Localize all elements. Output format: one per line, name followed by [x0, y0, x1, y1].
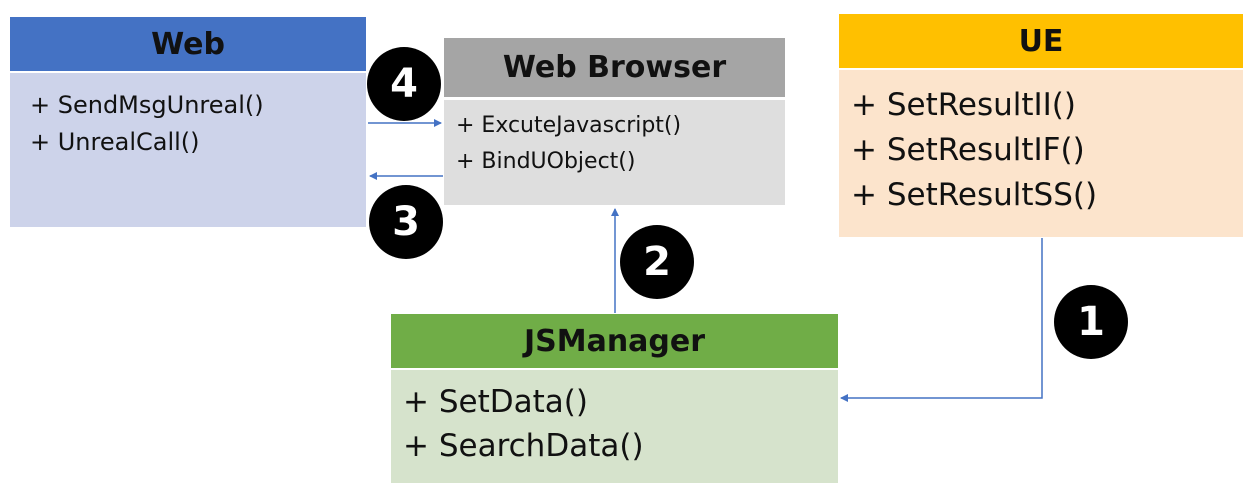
web-class-box: Web + SendMsgUnreal() + UnrealCall() [10, 17, 366, 227]
step-badge-2: 2 [620, 225, 694, 299]
step-badge-1: 1 [1054, 285, 1128, 359]
method-set-result-ss: + SetResultSS() [851, 177, 1098, 213]
method-search-data: + SearchData() [403, 428, 644, 464]
ue-class-methods: + SetResultII() + SetResultIF() + SetRes… [839, 68, 1243, 237]
method-send-msg-unreal: + SendMsgUnreal() [30, 91, 264, 119]
js-manager-class-box: JSManager + SetData() + SearchData() [391, 314, 838, 483]
ue-class-box: UE + SetResultII() + SetResultIF() + Set… [839, 14, 1243, 237]
step-badge-3: 3 [369, 185, 443, 259]
method-bind-uobject: + BindUObject() [456, 149, 636, 174]
js-manager-class-methods: + SetData() + SearchData() [391, 368, 838, 483]
method-set-result-if: + SetResultIF() [851, 132, 1085, 168]
arrow-ue-to-js [840, 238, 1043, 402]
method-unreal-call: + UnrealCall() [30, 128, 200, 156]
web-browser-class-methods: + ExcuteJavascript() + BindUObject() [444, 97, 785, 205]
method-set-result-ii: + SetResultII() [851, 87, 1076, 123]
step-badge-4: 4 [367, 47, 441, 121]
web-browser-class-box: Web Browser + ExcuteJavascript() + BindU… [444, 38, 785, 205]
method-excute-javascript: + ExcuteJavascript() [456, 113, 682, 138]
js-manager-class-title: JSManager [391, 314, 838, 368]
web-class-title: Web [10, 17, 366, 71]
method-set-data: + SetData() [403, 384, 588, 420]
web-class-methods: + SendMsgUnreal() + UnrealCall() [10, 71, 366, 227]
ue-class-title: UE [839, 14, 1243, 68]
web-browser-class-title: Web Browser [444, 38, 785, 97]
